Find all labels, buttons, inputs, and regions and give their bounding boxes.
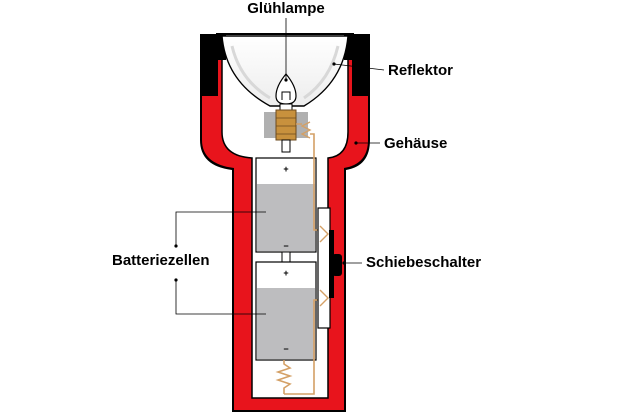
label-bulb: Glühlampe <box>247 0 325 17</box>
housing-rim-right <box>344 34 370 96</box>
reflector-shade <box>230 45 271 100</box>
label-cells: Batteriezellen <box>112 252 210 269</box>
battery-cell-bottom: + − <box>255 261 317 361</box>
switch-rail <box>329 230 334 298</box>
lamp-socket <box>264 109 308 153</box>
cell-bottom-plus: + <box>283 268 288 278</box>
bulb <box>275 73 297 113</box>
bottom-spring <box>275 360 293 394</box>
slide-switch <box>317 207 342 329</box>
socket-mount-left <box>264 112 278 138</box>
label-switch: Schiebeschalter <box>366 254 481 271</box>
leader-reflector <box>333 63 385 71</box>
cell-bottom-fill <box>257 288 315 359</box>
reflector <box>216 33 354 107</box>
switch-knob <box>332 254 342 276</box>
cell-bottom-minus: − <box>283 344 288 354</box>
socket-contact <box>281 139 291 153</box>
switch-contact-upper <box>319 225 329 243</box>
switch-track <box>317 207 331 329</box>
bulb-filament <box>281 91 291 100</box>
cell-top-minus: − <box>283 241 288 251</box>
socket-mount-right <box>294 112 308 138</box>
battery-cell-top: + − <box>255 157 317 253</box>
cell-top-fill <box>257 184 315 251</box>
label-reflector: Reflektor <box>388 62 453 79</box>
switch-contact-lower <box>319 289 329 307</box>
housing-rim-left <box>200 34 226 96</box>
reflector-shade-right <box>303 45 340 100</box>
leader-cells <box>175 211 266 315</box>
label-housing: Gehäuse <box>384 135 447 152</box>
socket-body <box>275 109 297 141</box>
cell-top-plus: + <box>283 164 288 174</box>
cell-connector <box>281 251 291 263</box>
socket-spring <box>300 121 312 139</box>
